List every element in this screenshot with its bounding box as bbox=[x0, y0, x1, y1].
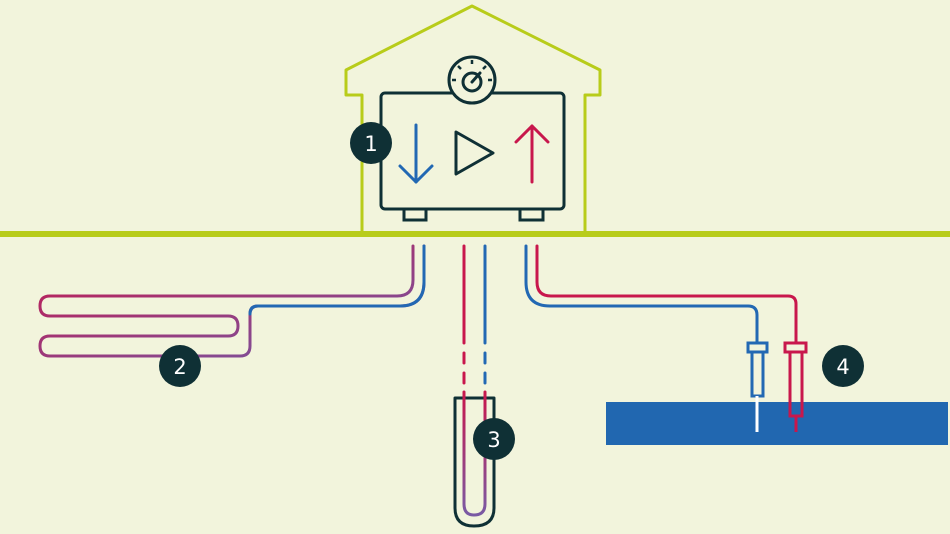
collector-pipe-cold-return bbox=[248, 244, 426, 316]
well-pipe-warm bbox=[535, 244, 798, 344]
heat-pump-foot-left bbox=[402, 209, 428, 222]
well-cold bbox=[746, 341, 769, 432]
arrow-down-icon bbox=[398, 123, 434, 184]
house-outline bbox=[344, 4, 602, 234]
marker-ground-collector: 2 bbox=[159, 345, 201, 387]
borehole-probe-pipes bbox=[453, 244, 496, 528]
groundwater-body bbox=[606, 402, 948, 445]
play-icon bbox=[454, 130, 495, 176]
ground-line bbox=[0, 231, 950, 237]
marker-borehole-probe: 3 bbox=[473, 418, 515, 460]
ground-collector-pipes bbox=[38, 244, 426, 358]
marker-heat-pump: 1 bbox=[350, 122, 392, 164]
probe-loop bbox=[462, 390, 487, 517]
gauge-icon bbox=[447, 55, 497, 105]
heat-pump-foot-right bbox=[518, 209, 545, 222]
marker-label-1: 1 bbox=[364, 132, 377, 156]
groundwater-pipes bbox=[524, 244, 798, 344]
well-pipe-cold bbox=[524, 244, 759, 344]
heat-pump-body bbox=[379, 91, 566, 211]
marker-label-3: 3 bbox=[487, 428, 500, 452]
arrow-up-icon bbox=[514, 124, 550, 184]
probe-casing bbox=[453, 396, 496, 528]
heat-pump-unit bbox=[379, 55, 566, 222]
marker-groundwater-wells: 4 bbox=[822, 345, 864, 387]
marker-label-2: 2 bbox=[173, 355, 186, 379]
collector-pipe-warm bbox=[38, 244, 426, 358]
well-warm bbox=[783, 341, 808, 432]
marker-label-4: 4 bbox=[836, 355, 849, 379]
